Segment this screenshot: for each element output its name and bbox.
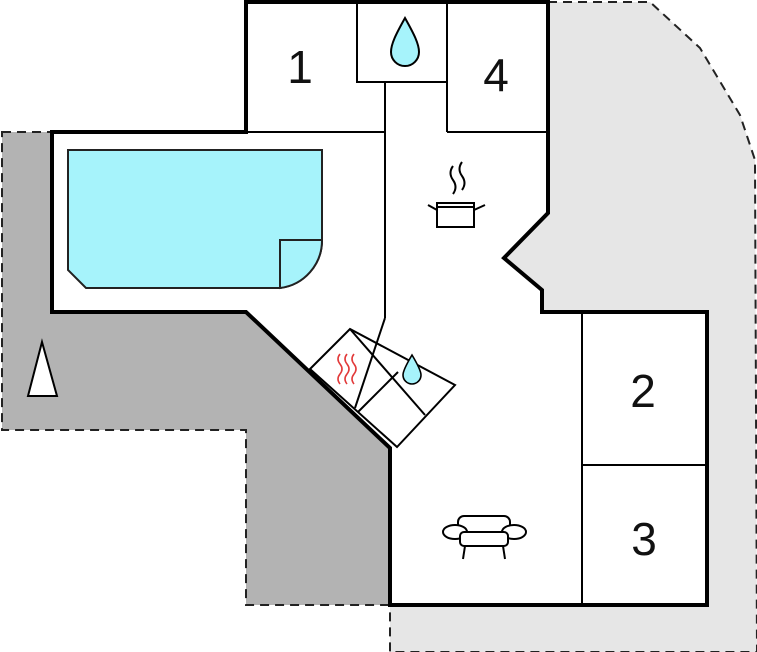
- room-1-label: 1: [287, 41, 313, 93]
- interior-walls: [246, 2, 707, 605]
- room-2-label: 2: [630, 365, 656, 417]
- sauna-shower-block: [308, 317, 457, 449]
- north-arrow-icon: [26, 338, 59, 397]
- small-water-drop-icon: [402, 353, 422, 385]
- water-drop-icon: [389, 15, 421, 67]
- sauna-heat-icon: [337, 353, 357, 385]
- room-3-label: 3: [631, 513, 657, 565]
- sofa-icon: [442, 515, 527, 560]
- pool-steps: [279, 239, 324, 290]
- cooking-pot-icon: [427, 161, 486, 228]
- room-4-label: 4: [483, 49, 509, 101]
